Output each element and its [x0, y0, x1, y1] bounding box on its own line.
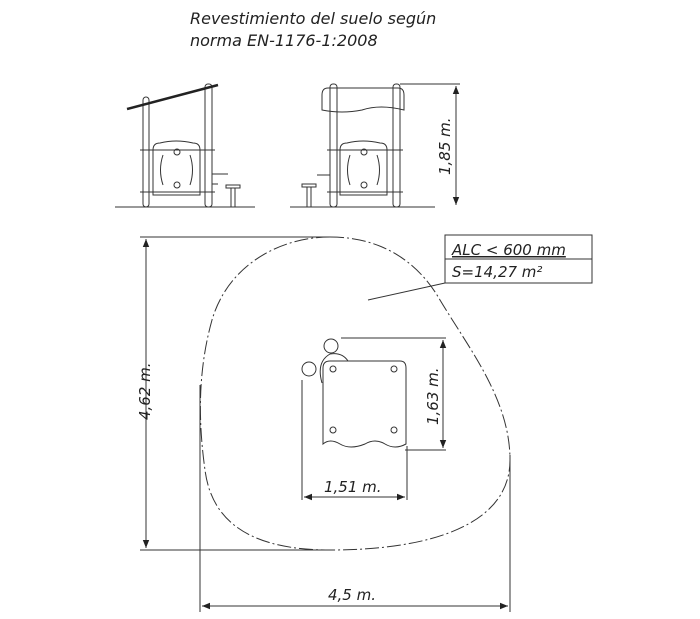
surface-label: S=14,27 m² — [452, 263, 542, 281]
equipment-depth-dimension: 1,63 m. — [424, 367, 442, 425]
equipment-width-dimension: 1,51 m. — [324, 478, 382, 496]
safety-area-outline — [199, 236, 511, 551]
side-elevation — [115, 83, 255, 208]
equipment-plan — [301, 337, 447, 501]
area-depth-dimension: 4,62 m. — [136, 362, 154, 420]
title-line-2: norma EN-1176-1:2008 — [190, 31, 378, 50]
alc-label: ALC < 600 mm — [451, 241, 566, 259]
surface-label-box — [367, 234, 593, 301]
title-line-1: Revestimiento del suelo según — [190, 9, 436, 28]
plan-dimensions — [140, 236, 511, 612]
front-elevation — [290, 83, 460, 208]
area-width-dimension: 4,5 m. — [328, 586, 376, 604]
height-dimension: 1,85 m. — [436, 117, 454, 175]
